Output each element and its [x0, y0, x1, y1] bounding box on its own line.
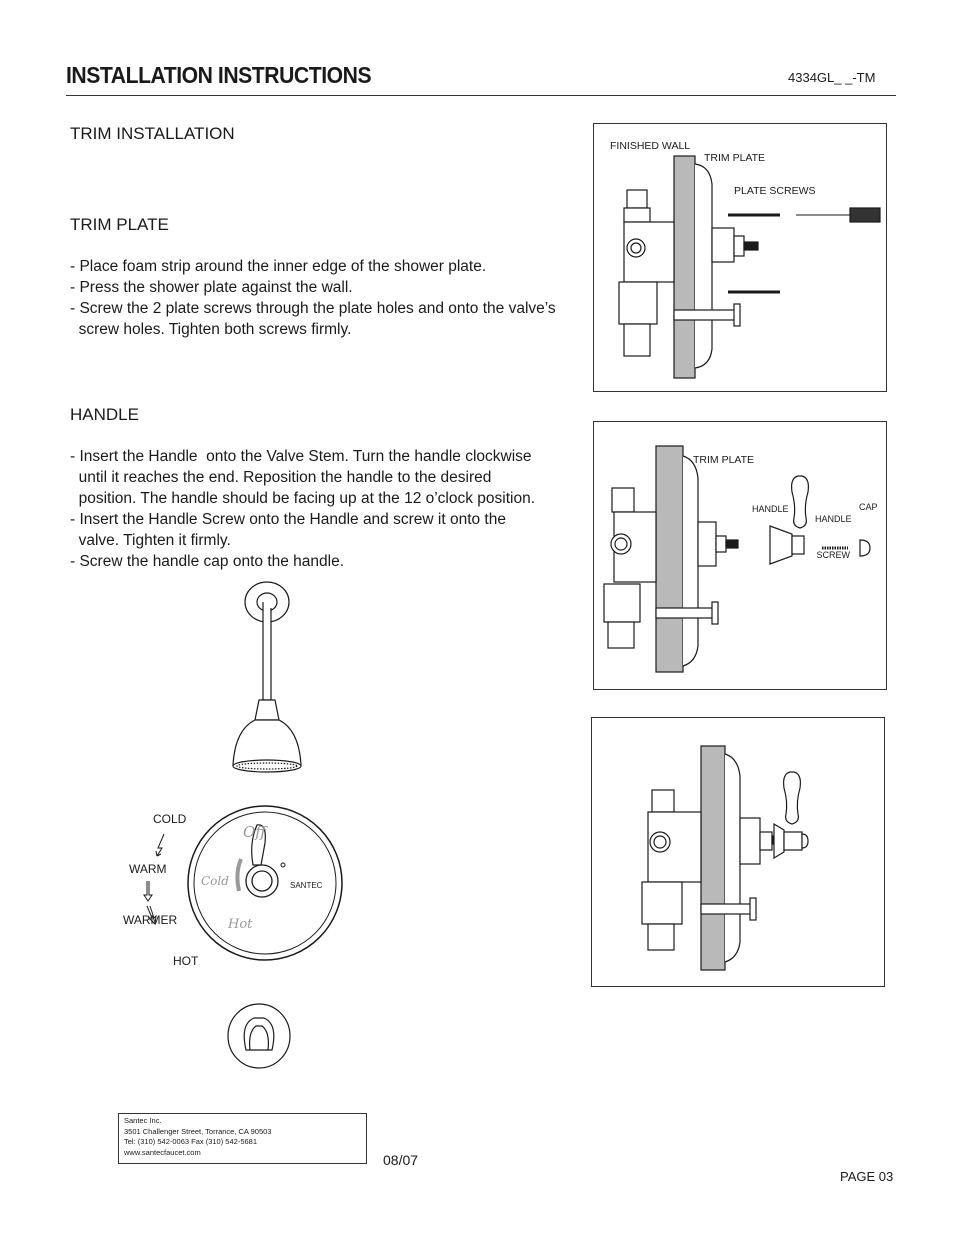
instruction-line: - Screw the handle cap onto the handle. — [70, 553, 345, 570]
page-title: INSTALLATION INSTRUCTIONS — [66, 62, 372, 88]
trim-plate-label: TRIM PLATE — [693, 454, 755, 466]
handle-cap — [801, 833, 809, 849]
finished-wall — [700, 745, 726, 971]
handle-heading: HANDLE — [70, 405, 139, 424]
handle-position-arrows — [143, 833, 165, 926]
handle-screw-label: HANDLE SCREW — [815, 489, 852, 585]
trim-plate-figure: FINISHED WALL TRIM PLATE PLATE SCREWS — [593, 123, 887, 392]
trim-plate-diagram — [618, 155, 881, 379]
diverter-stem — [673, 309, 737, 321]
instruction-line: position. The handle should be facing up… — [70, 490, 536, 507]
valve-stem-housing — [739, 817, 761, 865]
arrow-icon — [155, 833, 165, 857]
valve-stem-housing — [697, 521, 717, 567]
address-line: 3501 Challenger Street, Torrance, CA 905… — [124, 1126, 272, 1136]
diverter-stem — [700, 903, 754, 915]
hot-script-label: Hot — [228, 917, 253, 932]
instruction-line: - Press the shower plate against the wal… — [70, 279, 353, 296]
valve-stem — [743, 241, 759, 251]
valve-body — [623, 221, 675, 283]
valve-top-nipple — [611, 487, 635, 513]
trim-plate — [724, 753, 741, 963]
warm-label: WARM — [129, 862, 167, 876]
valve-stem-housing — [711, 227, 735, 263]
hot-label: HOT — [173, 954, 199, 968]
shower-arm — [262, 602, 272, 701]
finished-wall — [673, 155, 696, 379]
cold-script-label: Cold — [201, 874, 229, 888]
handle-diagram — [603, 445, 871, 673]
handle-instructions: - Insert the Handle onto the Valve Stem.… — [70, 446, 580, 572]
cap-label: CAP — [859, 502, 878, 512]
valve-bottom-nipple — [623, 323, 651, 357]
valve-bottom-nipple — [607, 621, 635, 649]
handle-hub — [783, 831, 803, 851]
lever-handle — [791, 475, 809, 529]
instruction-line: screw holes. Tighten both screws firmly. — [70, 321, 352, 338]
address-line: www.santecfaucet.com — [124, 1147, 201, 1157]
handle-label: HANDLE — [752, 504, 789, 514]
model-number: 4334GL_ _-TM — [788, 70, 876, 85]
direction-arc — [235, 858, 243, 892]
trim-plate — [682, 455, 699, 667]
page-number: PAGE 03 — [840, 1169, 894, 1184]
valve-top-nipple — [651, 789, 675, 813]
brand-label: SANTEC — [290, 881, 323, 890]
valve-stem — [725, 539, 739, 549]
trim-installation-heading: TRIM INSTALLATION — [70, 124, 235, 143]
address-line: Santec Inc. — [124, 1116, 162, 1125]
valve-bottom-nipple — [647, 923, 675, 951]
handle-screw-label-line: HANDLE — [815, 514, 852, 524]
instruction-line: - Screw the 2 plate screws through the p… — [70, 300, 556, 317]
handle-base — [769, 525, 793, 565]
handle-figure: TRIM PLATE HANDLE HANDLE SCREW CAP — [593, 421, 887, 690]
valve-top-nipple — [626, 189, 648, 209]
temperature-dial — [187, 805, 343, 961]
plate-screws-label: PLATE SCREWS — [734, 185, 816, 197]
trim-plate-instructions: - Place foam strip around the inner edge… — [70, 256, 570, 340]
diverter-stem — [655, 607, 717, 619]
warmer-label: WARMER — [123, 913, 178, 927]
assembled-diagram — [641, 745, 809, 971]
off-script-label: Off — [243, 823, 266, 841]
instruction-line: until it reaches the end. Reposition the… — [70, 469, 492, 486]
handle-cap — [859, 539, 871, 557]
finished-wall-label: FINISHED WALL — [610, 140, 691, 152]
instruction-line: - Place foam strip around the inner edge… — [70, 258, 487, 275]
instruction-line: - Insert the Handle Screw onto the Handl… — [70, 511, 506, 528]
instruction-line: - Insert the Handle onto the Valve Stem.… — [70, 448, 532, 465]
spout-body — [243, 1017, 275, 1051]
trim-plate-label: TRIM PLATE — [704, 152, 766, 164]
instruction-line: valve. Tighten it firmly. — [70, 532, 231, 549]
document-date: 08/07 — [383, 1152, 419, 1168]
tub-spout-illustration — [227, 1003, 291, 1069]
trim-plate-heading: TRIM PLATE — [70, 215, 169, 234]
lever-handle — [783, 771, 801, 825]
shower-ball-joint — [254, 699, 280, 721]
assembled-figure — [591, 717, 885, 987]
company-address: Santec Inc. 3501 Challenger Street, Torr… — [118, 1113, 367, 1164]
header-divider — [66, 95, 896, 96]
shower-head — [232, 719, 302, 766]
screwdriver-handle — [849, 207, 881, 223]
trim-plate — [694, 163, 713, 369]
finished-wall — [655, 445, 684, 673]
address-line: Tel: (310) 542-0063 Fax (310) 542-5681 — [124, 1137, 258, 1146]
handle-screw-label-line: SCREW — [816, 550, 851, 560]
arrow-icon — [146, 905, 157, 926]
shower-head-illustration — [232, 581, 302, 773]
cold-label: COLD — [153, 812, 187, 826]
arrow-icon — [143, 881, 153, 902]
